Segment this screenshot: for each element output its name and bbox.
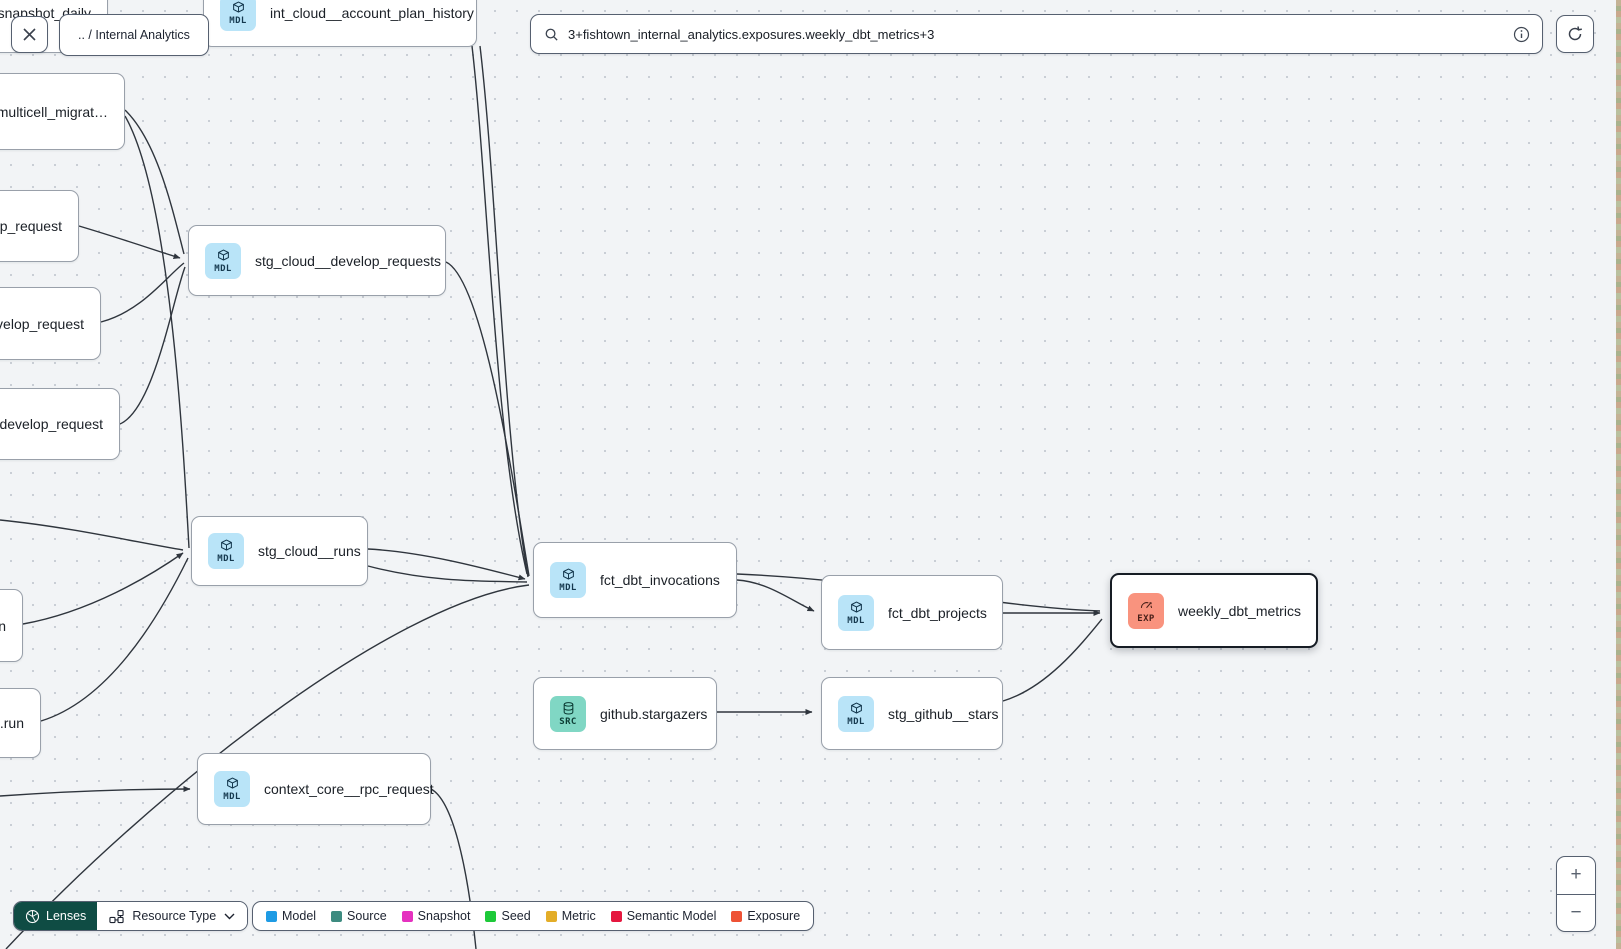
resource-type-label: Resource Type — [132, 909, 217, 923]
node-label: .develop_request — [0, 416, 103, 432]
node-stg_cloud__runs[interactable]: MDL stg_cloud__runs — [191, 516, 368, 586]
legend-item-exposure: Exposure — [731, 909, 800, 923]
node-label: fct_dbt_projects — [888, 604, 987, 621]
zoom-controls: + − — [1556, 856, 1596, 932]
database-badge: SRC — [550, 695, 586, 732]
lenses-icon — [25, 909, 40, 923]
node-int_cloud__account_plan_history[interactable]: MDL int_cloud__account_plan_history — [203, 0, 477, 47]
resource-type-legend: Model Source Snapshot Seed Metric Semantic Mo… — [252, 901, 815, 931]
legend-item-seed: Seed — [485, 909, 531, 923]
zoom-out-button[interactable]: − — [1557, 893, 1595, 931]
cube-icon — [225, 776, 240, 791]
resource-type-dropdown[interactable]: Resource Type — [97, 902, 248, 930]
node-label: .run — [0, 715, 24, 731]
node-develop_request_3[interactable]: .develop_request — [0, 388, 120, 460]
legend-item-metric: Metric — [545, 909, 596, 923]
zoom-in-button[interactable]: + — [1570, 864, 1582, 886]
node-label: stg_cloud__develop_requests — [255, 252, 442, 269]
node-fct_dbt_projects[interactable]: MDL fct_dbt_projects — [821, 575, 1003, 650]
node-n_node[interactable]: n — [0, 589, 23, 662]
legend-label: Seed — [501, 909, 531, 923]
info-icon[interactable] — [1513, 26, 1530, 43]
node-fct_dbt_invocations[interactable]: MDL fct_dbt_invocations — [533, 542, 737, 618]
breadcrumb[interactable]: .. / Internal Analytics — [59, 14, 209, 56]
gauge-badge: EXP — [1128, 592, 1164, 629]
close-button[interactable] — [11, 16, 48, 53]
node-op_request[interactable]: p_request — [0, 190, 79, 262]
legend-item-semantic-model: Semantic Model — [610, 909, 717, 923]
cube-badge: MDL — [208, 533, 244, 569]
cube-badge: MDL — [220, 0, 256, 31]
cube-badge: MDL — [838, 594, 874, 631]
search-input[interactable] — [568, 26, 1504, 42]
node-label: stg_cloud__runs — [258, 543, 361, 559]
cube-icon — [219, 538, 234, 553]
node-context_core__rpc_request[interactable]: MDL context_core__rpc_request — [197, 753, 434, 825]
cube-badge: MDL — [214, 771, 250, 807]
legend-swatch — [266, 910, 277, 922]
screen-edge-strip — [1616, 0, 1621, 949]
search-bar — [530, 14, 1543, 54]
node-label: stg_github__stars — [888, 705, 999, 722]
refresh-button[interactable] — [1556, 15, 1594, 53]
node-stg_github__stars[interactable]: MDL stg_github__stars — [821, 677, 1003, 750]
node-weekly_dbt_metrics[interactable]: EXP weekly_dbt_metrics — [1110, 573, 1318, 648]
gauge-icon — [1139, 598, 1154, 613]
node-label: fct_dbt_invocations — [600, 572, 720, 588]
legend-item-source: Source — [331, 909, 387, 923]
resource-type-icon — [109, 909, 124, 923]
legend-swatch — [545, 910, 557, 922]
lenses-group: Lenses Resource Type — [13, 901, 249, 931]
node-label: velop_request — [0, 315, 84, 332]
node-stg_cloud__develop_requests[interactable]: MDL stg_cloud__develop_requests — [188, 225, 446, 296]
node-multicell_migrat[interactable]: multicell_migrat… — [0, 73, 125, 150]
chevron-down-icon — [224, 913, 235, 919]
cube-icon — [216, 248, 231, 263]
node-label: weekly_dbt_metrics — [1178, 602, 1301, 619]
node-label: int_cloud__account_plan_history — [270, 4, 474, 21]
breadcrumb-label: .. / Internal Analytics — [78, 28, 190, 42]
node-run_node[interactable]: .run — [0, 688, 41, 758]
lenses-button[interactable]: Lenses — [14, 902, 98, 930]
legend-item-model: Model — [266, 909, 316, 923]
node-github_stargazers[interactable]: SRC github.stargazers — [533, 677, 717, 750]
legend-swatch — [485, 910, 497, 922]
cube-badge: MDL — [838, 695, 874, 732]
close-icon — [23, 28, 36, 41]
search-icon — [545, 28, 558, 41]
cube-badge: MDL — [550, 562, 586, 598]
cube-icon — [231, 0, 246, 15]
lenses-label: Lenses — [46, 909, 87, 923]
legend-swatch — [331, 910, 343, 922]
node-label: multicell_migrat… — [0, 103, 108, 120]
legend-item-snapshot: Snapshot — [401, 909, 471, 923]
cube-icon — [849, 600, 864, 615]
legend-swatch — [731, 910, 743, 922]
legend-label: Model — [282, 909, 317, 923]
node-label: p_request — [0, 218, 62, 234]
node-label: github.stargazers — [600, 705, 708, 722]
node-velop_request[interactable]: velop_request — [0, 287, 101, 360]
node-label: context_core__rpc_request — [264, 781, 434, 797]
cube-icon — [561, 567, 576, 582]
node-label: n — [0, 617, 6, 634]
legend-label: Semantic Model — [626, 909, 717, 923]
legend-swatch — [401, 910, 413, 922]
legend-label: Metric — [561, 909, 596, 923]
cube-badge: MDL — [205, 242, 241, 279]
cube-icon — [849, 701, 864, 716]
legend-label: Source — [347, 909, 387, 923]
legend-label: Exposure — [747, 909, 801, 923]
database-icon — [561, 701, 576, 716]
refresh-icon — [1568, 26, 1582, 41]
legend-label: Snapshot — [417, 909, 471, 923]
legend-swatch — [610, 910, 622, 922]
